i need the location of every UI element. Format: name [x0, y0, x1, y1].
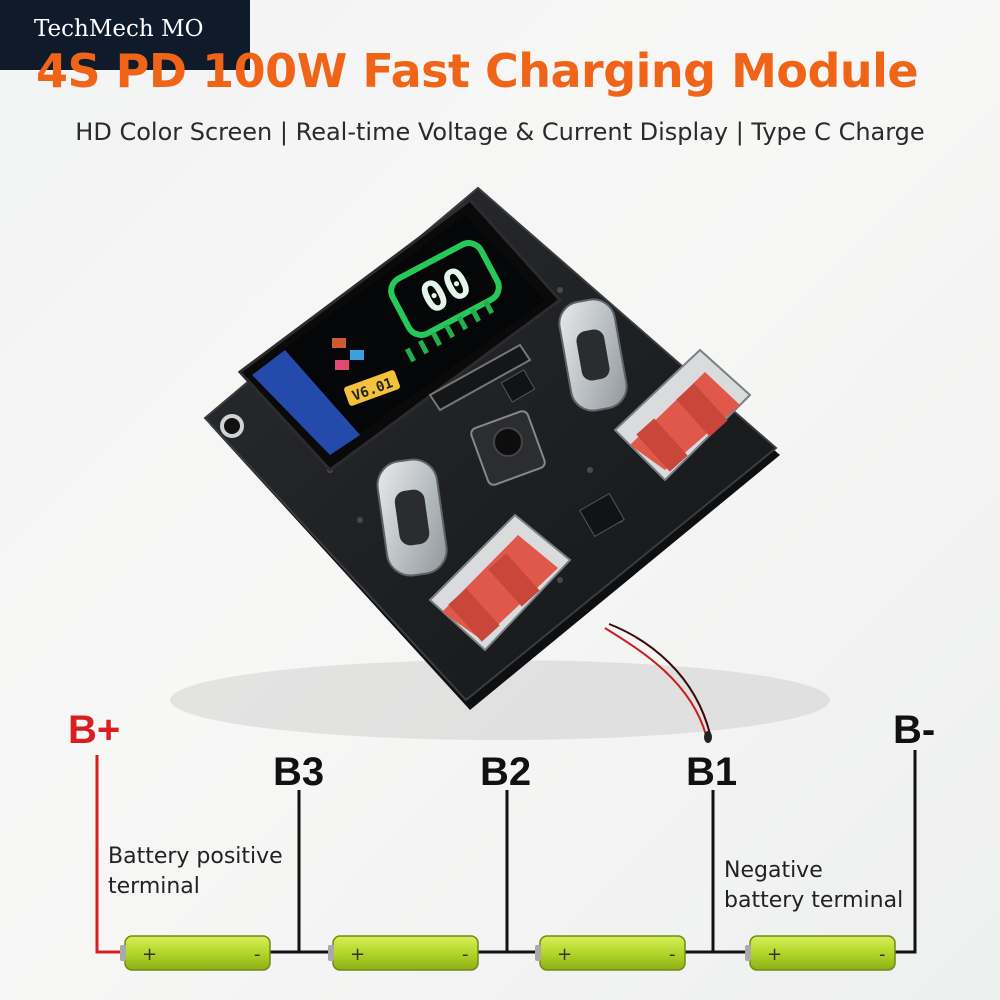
- wiring-diagram: [95, 750, 917, 954]
- battery-plus-sign: +: [767, 944, 782, 965]
- battery-cell-2: + -: [328, 935, 479, 971]
- xt60-connector-bottom: [428, 513, 572, 652]
- note-negative-line-1: Negative: [724, 858, 823, 883]
- battery-plus-sign: +: [350, 944, 365, 965]
- ic-chip: [579, 492, 625, 538]
- push-button: [470, 410, 546, 486]
- battery-cell-1: + -: [120, 935, 271, 971]
- note-battery-positive: Battery positive terminal: [108, 842, 283, 902]
- type-c-port-upper: [558, 298, 628, 412]
- type-c-port-lower: [376, 458, 448, 577]
- board-shadow: [170, 660, 830, 740]
- battery-minus-sign: -: [879, 944, 886, 965]
- battery-cell-4: + -: [745, 935, 896, 971]
- label-b3: B3: [273, 750, 325, 794]
- mount-hole: [220, 414, 244, 438]
- watermark-badge: TechMech MO: [0, 0, 250, 70]
- page-title: 4S PD 100W Fast Charging Module: [36, 44, 919, 98]
- note-battery-negative: Negative battery terminal: [724, 856, 903, 916]
- battery-plus-sign: +: [557, 944, 572, 965]
- battery-minus-sign: -: [669, 944, 676, 965]
- label-b-minus: B-: [893, 708, 936, 752]
- label-b2: B2: [480, 750, 532, 794]
- note-negative-line-2: battery terminal: [724, 888, 904, 913]
- battery-cell-3: + -: [535, 935, 686, 971]
- temperature-sensor-wire: [604, 623, 712, 743]
- xt60-connector-right: [613, 348, 752, 482]
- note-positive-line-2: terminal: [108, 874, 200, 899]
- note-positive-line-1: Battery positive: [108, 844, 283, 869]
- wire-b-plus: [95, 755, 128, 954]
- page-subtitle: HD Color Screen | Real-time Voltage & Cu…: [75, 118, 925, 146]
- wire-b-minus: [890, 750, 917, 954]
- label-b1: B1: [686, 750, 738, 794]
- label-b-plus: B+: [68, 708, 121, 752]
- battery-minus-sign: -: [254, 944, 261, 965]
- ic-chip: [500, 369, 536, 403]
- battery-minus-sign: -: [462, 944, 469, 965]
- lcd-screen: 00 V6.01: [237, 197, 563, 473]
- battery-plus-sign: +: [142, 944, 157, 965]
